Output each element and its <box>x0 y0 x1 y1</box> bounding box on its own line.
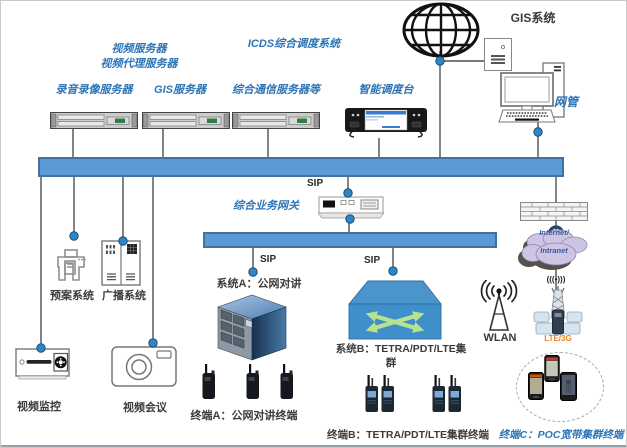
network-mgmt-label: 网管 <box>554 95 579 109</box>
rack-server-icon <box>232 112 320 129</box>
video-server-label: 视频服务器 <box>111 43 167 55</box>
cloud-label-line1: Internet/ <box>539 228 569 237</box>
dispatch-console-label: 智能调度台 <box>358 84 414 96</box>
lte-base-station-icon <box>531 286 585 336</box>
comm-server-label: 综合通信服务器等 <box>232 84 320 96</box>
firewall-icon <box>520 202 588 221</box>
antenna-waves-glyph: (((•))) <box>546 275 566 284</box>
secondary-bus-bar <box>203 232 497 248</box>
recording-server-label: 录音录像服务器 <box>55 84 133 96</box>
terminal-a-label: 终端A：公网对讲终端 <box>190 410 298 422</box>
rack-server-icon <box>50 112 138 129</box>
camera-icon <box>111 344 177 387</box>
broadcast-system-icon <box>101 240 141 286</box>
gateway-label: 综合业务网关 <box>233 200 299 212</box>
poc-phone-icon <box>544 355 560 382</box>
main-bus-bar <box>38 157 564 177</box>
tetra-radio-pair-icon <box>432 375 464 413</box>
walkie-talkie-icon <box>280 364 295 400</box>
sip-label-system-a: SIP <box>260 254 277 265</box>
gis-server-label: GIS服务器 <box>154 84 206 96</box>
lte-label: LTE/3G <box>544 334 572 343</box>
poc-terminal-circle <box>516 352 604 422</box>
desktop-pc-icon <box>496 60 568 124</box>
rack-server-icon <box>142 112 230 129</box>
dvr-icon <box>15 348 70 380</box>
video-conf-label: 视频会议 <box>123 402 167 414</box>
poc-phone-icon <box>528 372 544 400</box>
video-monitor-label: 视频监控 <box>17 401 61 413</box>
broadcast-system-label: 广播系统 <box>102 290 146 302</box>
tetra-radio-pair-icon <box>365 375 397 413</box>
system-b-label-line2: 群 <box>385 357 397 369</box>
sip-gateway-icon <box>318 196 384 220</box>
dispatch-console-icon <box>342 107 430 139</box>
walkie-talkie-icon <box>246 364 261 400</box>
video-proxy-server-label: 视频代理服务器 <box>100 58 178 70</box>
internet-cloud-icon: Internet/ Intranet <box>516 228 592 273</box>
icds-title: ICDS综合调度系统 <box>247 38 341 50</box>
system-b-label-line1: 系统B：TETRA/PDT/LTE集 <box>335 343 467 355</box>
poc-phone-icon <box>560 372 577 401</box>
gis-server-box-icon <box>484 38 512 71</box>
wlan-antenna-icon <box>479 280 519 334</box>
globe-icon <box>401 2 481 58</box>
system-a-label: 系统A：公网对讲 <box>216 278 302 290</box>
walkie-talkie-icon <box>202 364 217 400</box>
wlan-label: WLAN <box>483 332 517 344</box>
slide-bottom-border <box>1 445 626 447</box>
terminal-c-label: 终端C：POC宽带集群终端 <box>498 429 624 441</box>
gis-system-label: GIS系统 <box>510 11 556 25</box>
sip-label-system-b: SIP <box>364 255 381 266</box>
plan-system-icon <box>52 249 90 286</box>
plan-system-label: 预案系统 <box>50 290 94 302</box>
cloud-label-line2: Intranet <box>540 246 568 255</box>
terminal-b-label: 终端B：TETRA/PDT/LTE集群终端 <box>327 429 489 441</box>
sip-label-gateway: SIP <box>307 178 324 189</box>
system-a-cube-icon <box>216 294 288 361</box>
system-b-switch-icon <box>348 277 442 340</box>
